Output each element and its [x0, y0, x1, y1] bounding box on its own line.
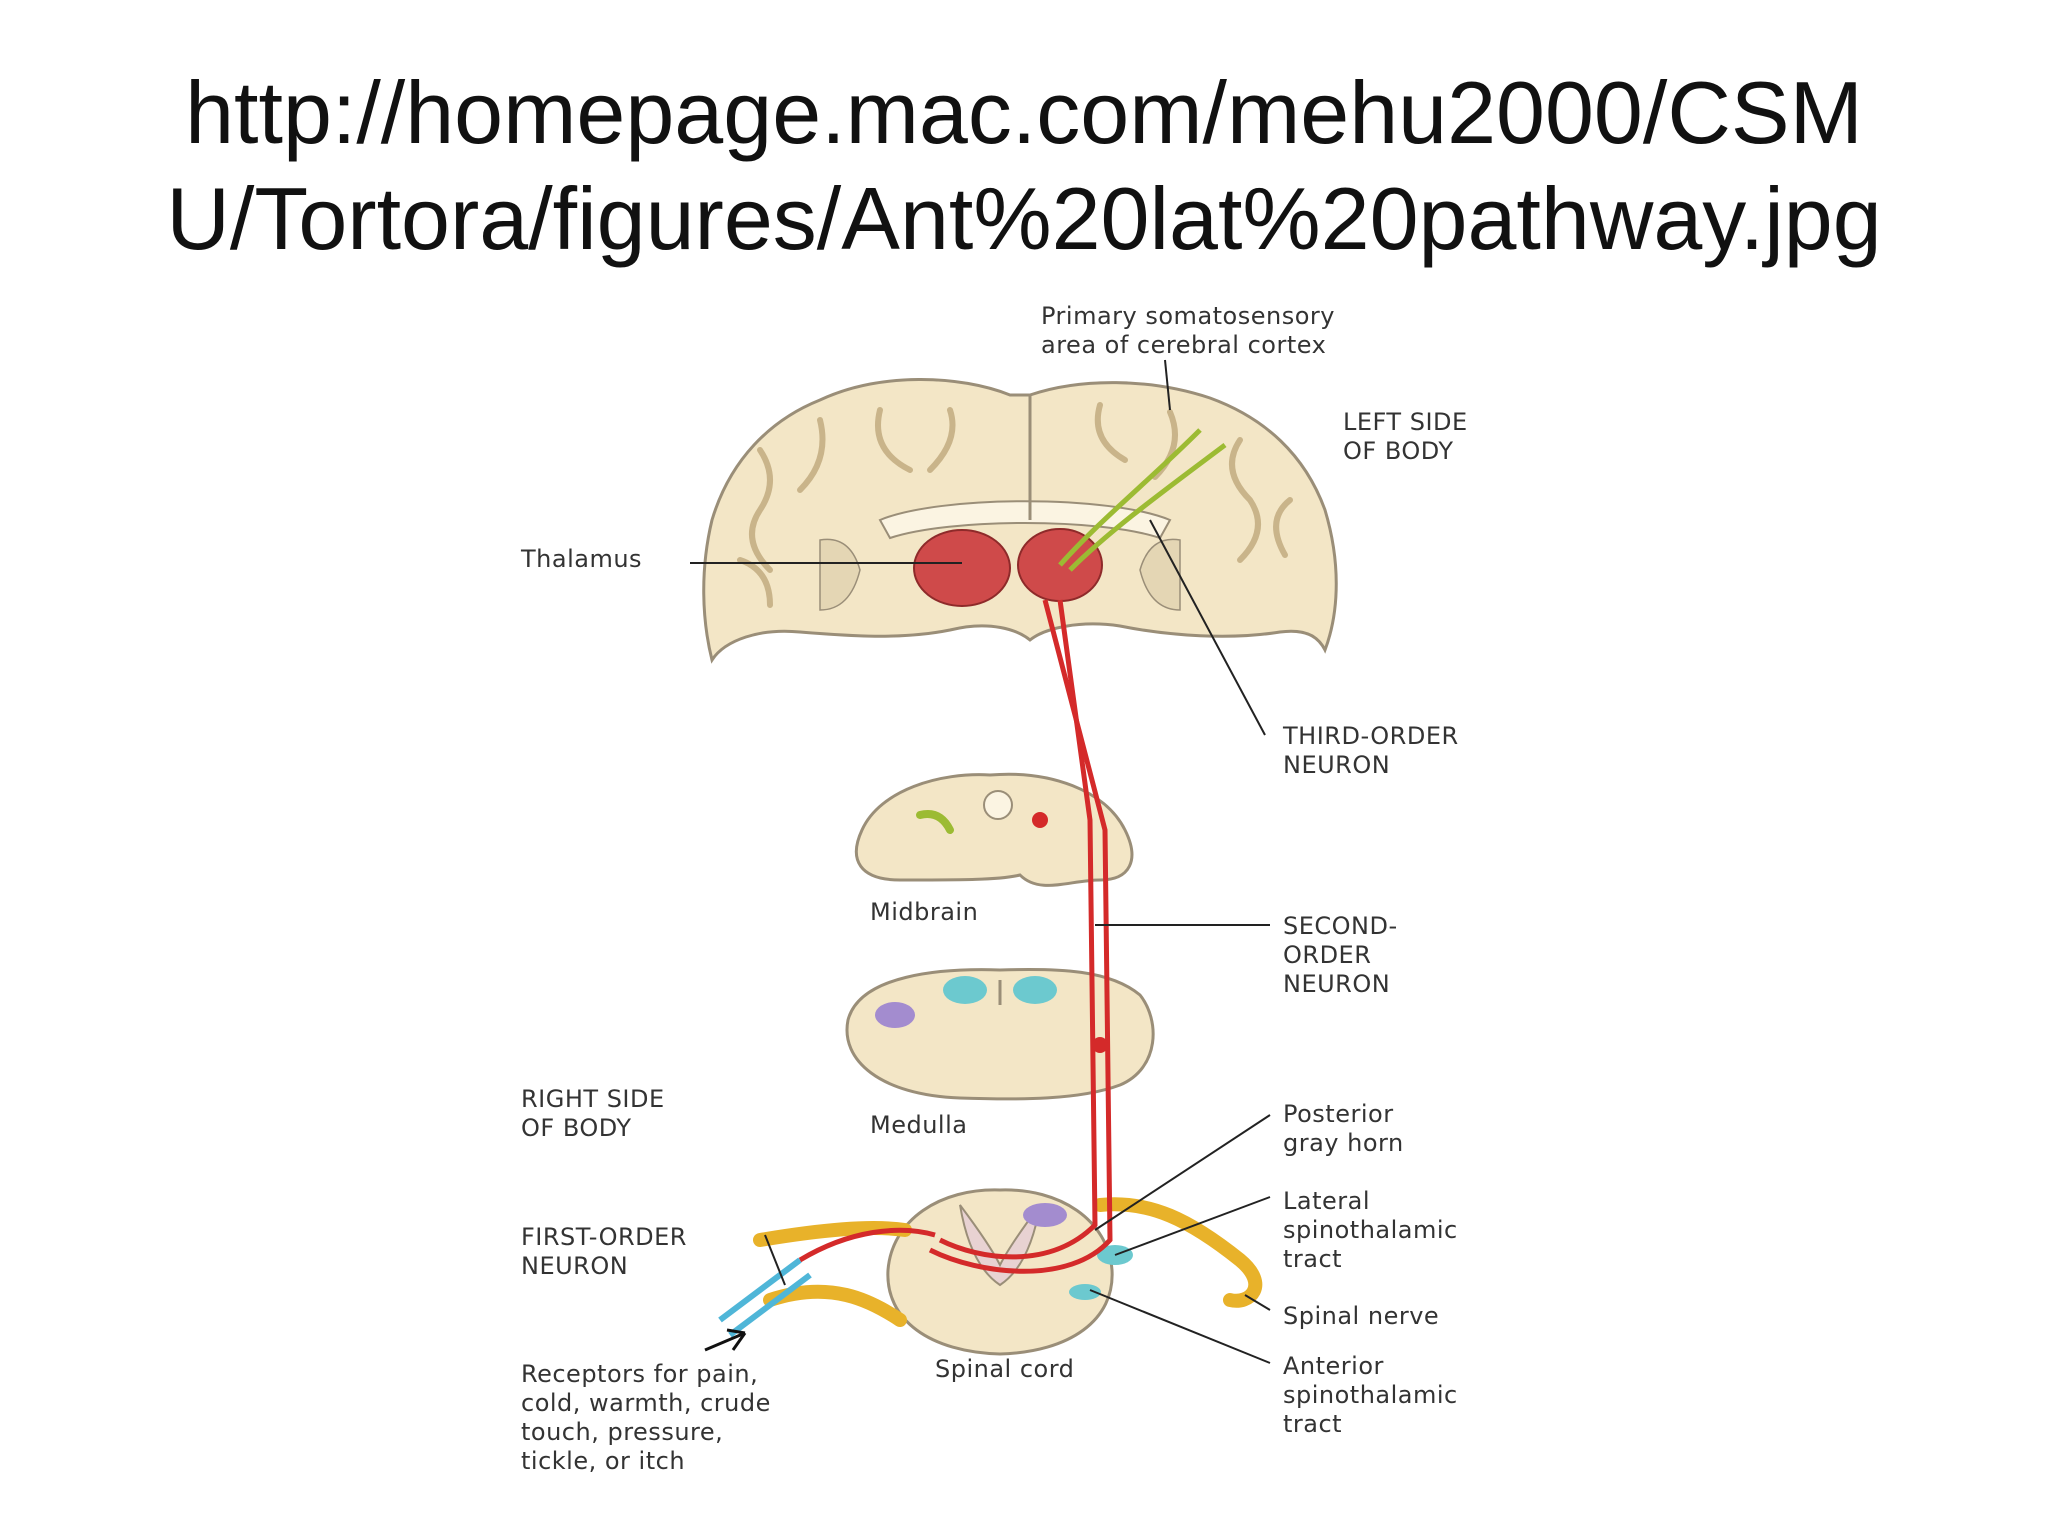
label-right-side-of-body: RIGHT SIDE OF BODY [521, 1085, 665, 1142]
slide-title-line-2: U/Tortora/figures/Ant%20lat%20pathway.jp… [166, 169, 1882, 268]
label-second-order-neuron: SECOND- ORDER NEURON [1283, 912, 1398, 998]
label-third-order-neuron: THIRD-ORDER NEURON [1283, 722, 1459, 779]
label-first-order-neuron: FIRST-ORDER NEURON [521, 1223, 687, 1280]
spinal-nerve [763, 1284, 907, 1327]
leader-lines [690, 359, 1271, 1364]
label-thalamus: Thalamus [521, 545, 643, 573]
receptor-arrow [704, 1328, 747, 1352]
label-spinal-nerve: Spinal nerve [1283, 1302, 1440, 1330]
label-posterior-gray-horn: Posterior gray horn [1283, 1100, 1404, 1157]
thalamus-left [913, 529, 1011, 607]
medulla-section [845, 967, 1155, 1101]
label-lateral-spinothalamic-tract: Lateral spinothalamic tract [1283, 1187, 1458, 1273]
slide-title-line-1: http://homepage.mac.com/mehu2000/CSM [185, 63, 1863, 162]
receptor-fibers [718, 1257, 812, 1338]
basal-ganglia-left [819, 538, 861, 611]
label-left-side-of-body: LEFT SIDE OF BODY [1343, 408, 1468, 465]
spinal-cord-section [704, 1188, 1263, 1356]
midbrain-section [854, 772, 1134, 887]
label-receptors: Receptors for pain, cold, warmth, crude … [521, 1360, 771, 1475]
cerebrum-section [702, 378, 1338, 664]
first-order-fiber [798, 1227, 936, 1263]
label-spinal-cord: Spinal cord [935, 1355, 1075, 1383]
cerebral-gyri [737, 402, 1293, 608]
third-order-fiber [1058, 428, 1227, 572]
label-anterior-spinothalamic-tract: Anterior spinothalamic tract [1283, 1352, 1458, 1438]
second-order-pathway [798, 599, 1113, 1274]
label-medulla: Medulla [870, 1111, 968, 1139]
corpus-callosum [878, 500, 1172, 540]
label-midbrain: Midbrain [870, 898, 979, 926]
label-primary-cortex: Primary somatosensory area of cerebral c… [1041, 302, 1335, 359]
